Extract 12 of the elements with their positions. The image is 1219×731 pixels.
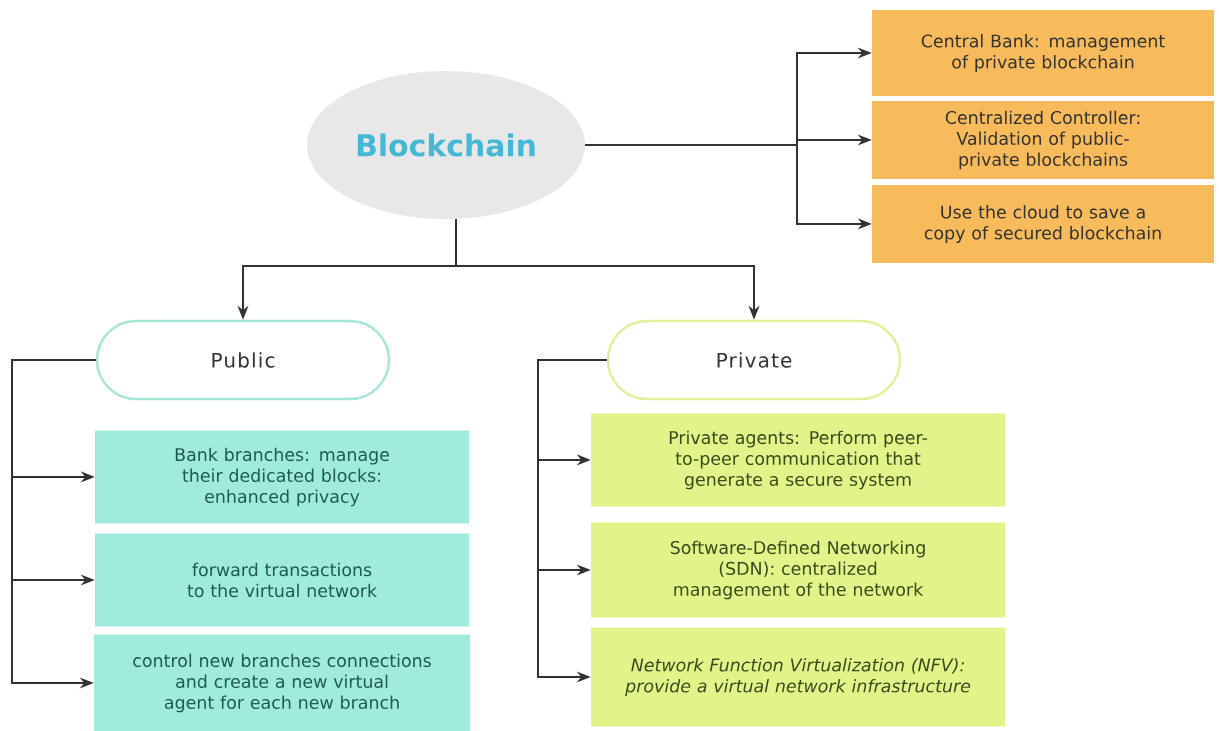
info-box: Centralized Controller: Validation of public-private blockchains [872, 101, 1214, 179]
info-box: control new branches connections and create a new virtual agent for each new branch [94, 634, 470, 731]
info-box: forward transactions to the virtual network [95, 533, 469, 627]
info-box: Bank branches: manage their dedicated blocks: enhanced privacy [95, 430, 469, 524]
info-box: Central Bank: management of private blockchain [872, 10, 1214, 96]
circle-node: Blockchain [307, 71, 585, 219]
info-box: Use the cloud to save a copy of secured blockchain [872, 185, 1214, 263]
info-box: Private agents: Perform peer-to-peer communication that generate a secure system [591, 413, 1005, 507]
info-box: Software-Defined Networking (SDN): centralized management of the network [591, 522, 1005, 618]
category-pill: Public [95, 319, 391, 401]
info-box: Network Function Virtualization (NFV): provide a virtual network infrastructure [591, 627, 1005, 727]
category-pill: Private [606, 319, 902, 401]
